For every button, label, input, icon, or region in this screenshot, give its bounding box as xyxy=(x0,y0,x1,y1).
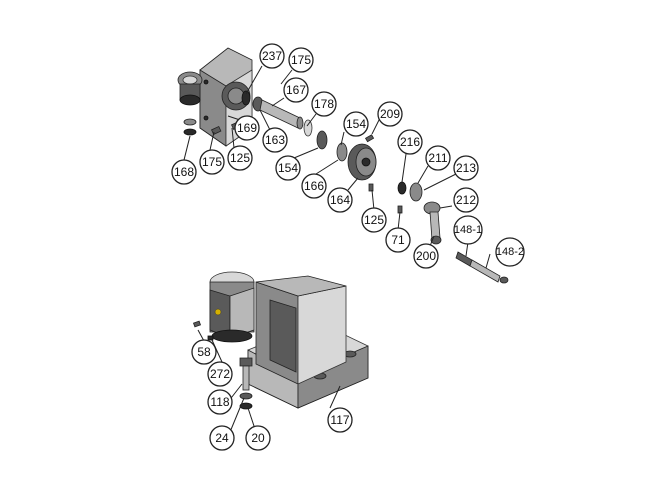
svg-text:164: 164 xyxy=(330,193,350,207)
svg-text:20: 20 xyxy=(251,431,265,445)
nut xyxy=(397,181,407,195)
callout-216: 216 xyxy=(397,129,423,155)
callouts: 237 175 167 178 209 154 169 163 125 175 … xyxy=(171,43,525,451)
bolt xyxy=(239,357,253,391)
svg-text:117: 117 xyxy=(330,413,349,427)
callout-175: 175 xyxy=(199,149,225,175)
callout-237: 237 xyxy=(259,43,285,69)
svg-text:209: 209 xyxy=(380,107,400,121)
svg-text:272: 272 xyxy=(210,367,230,381)
upper-assembly xyxy=(177,47,509,284)
shaft xyxy=(259,99,301,129)
column-body xyxy=(255,275,347,385)
lower-assembly xyxy=(192,271,369,410)
svg-text:125: 125 xyxy=(364,213,384,227)
callout-209: 209 xyxy=(377,101,403,127)
handle-grip xyxy=(455,251,473,267)
washer xyxy=(409,182,423,202)
callout-163: 163 xyxy=(262,127,288,153)
callout-200: 200 xyxy=(413,243,439,269)
svg-text:178: 178 xyxy=(314,97,334,111)
callout-154: 154 xyxy=(275,155,301,181)
callout-125: 125 xyxy=(361,207,387,233)
washer xyxy=(239,402,253,410)
svg-text:154: 154 xyxy=(346,117,366,131)
handle-arm xyxy=(423,201,442,245)
callout-175: 175 xyxy=(288,47,314,73)
hub xyxy=(347,143,377,181)
svg-text:175: 175 xyxy=(291,53,311,67)
callout-154: 154 xyxy=(343,111,369,137)
callout-58: 58 xyxy=(191,339,217,365)
key xyxy=(207,335,214,341)
svg-text:168: 168 xyxy=(174,165,194,179)
handle-rod xyxy=(469,259,501,283)
callout-211: 211 xyxy=(425,145,451,171)
svg-text:216: 216 xyxy=(400,135,420,149)
svg-text:166: 166 xyxy=(304,179,324,193)
svg-text:200: 200 xyxy=(416,249,436,263)
callout-125: 125 xyxy=(227,145,253,171)
washer xyxy=(183,118,197,126)
callout-166: 166 xyxy=(301,173,327,199)
shaft-end xyxy=(296,116,304,130)
callout-168: 168 xyxy=(171,159,197,185)
callout-167: 167 xyxy=(283,77,309,103)
svg-text:58: 58 xyxy=(197,345,211,359)
svg-text:212: 212 xyxy=(456,193,476,207)
bearing xyxy=(241,90,251,106)
svg-text:163: 163 xyxy=(265,133,285,147)
screw xyxy=(368,183,374,192)
callout-148-2: 148-2 xyxy=(495,237,525,267)
callout-118: 118 xyxy=(207,389,233,415)
svg-text:71: 71 xyxy=(391,233,405,247)
svg-text:211: 211 xyxy=(428,151,447,165)
callout-169: 169 xyxy=(234,115,260,141)
svg-text:169: 169 xyxy=(237,121,257,135)
svg-text:237: 237 xyxy=(262,49,282,63)
svg-text:148-1: 148-1 xyxy=(454,224,482,236)
callout-213: 213 xyxy=(453,155,479,181)
callout-20: 20 xyxy=(245,425,271,451)
svg-text:167: 167 xyxy=(286,83,306,97)
svg-text:175: 175 xyxy=(202,155,222,169)
svg-text:148-2: 148-2 xyxy=(496,246,524,258)
svg-text:154: 154 xyxy=(278,161,298,175)
callout-212: 212 xyxy=(453,187,479,213)
washer xyxy=(239,392,253,400)
handle-end xyxy=(499,276,509,284)
callout-272: 272 xyxy=(207,361,233,387)
screw xyxy=(192,320,202,328)
svg-text:125: 125 xyxy=(230,151,250,165)
callout-178: 178 xyxy=(311,91,337,117)
callout-117: 117 xyxy=(327,407,353,433)
svg-text:118: 118 xyxy=(210,395,229,409)
bearing xyxy=(336,142,348,162)
callout-24: 24 xyxy=(209,425,235,451)
motor-unit xyxy=(209,271,255,343)
callout-164: 164 xyxy=(327,187,353,213)
svg-text:24: 24 xyxy=(215,431,229,445)
swivel-ring xyxy=(177,71,203,106)
washer xyxy=(183,128,197,136)
snap-ring xyxy=(303,119,313,137)
svg-text:213: 213 xyxy=(456,161,476,175)
bearing xyxy=(316,130,328,150)
screw xyxy=(364,134,375,143)
pin xyxy=(397,205,403,214)
callout-71: 71 xyxy=(385,227,411,253)
mounting-plate xyxy=(199,47,253,147)
callout-148-1: 148-1 xyxy=(453,215,483,245)
